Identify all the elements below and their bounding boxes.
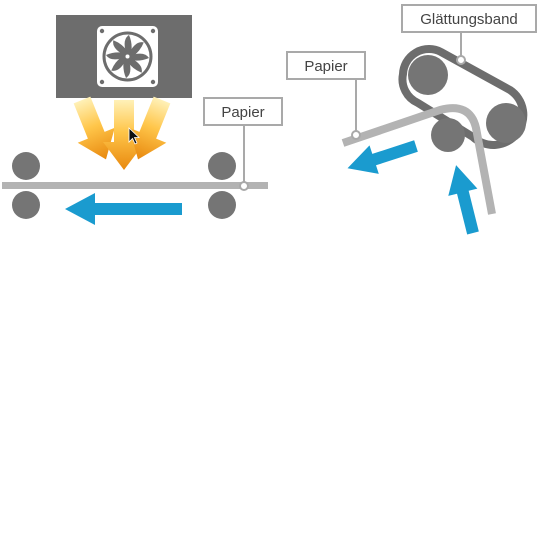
direction-arrow-icon — [65, 193, 182, 225]
fan-icon — [97, 26, 158, 87]
cursor-icon — [128, 127, 141, 145]
left-panel: Papier — [2, 15, 283, 225]
label-leader-dot — [239, 181, 249, 191]
heat-arrow-icon — [103, 100, 145, 170]
paper-label-box — [286, 51, 366, 80]
paper-label: Papier — [221, 104, 264, 121]
belt-roller — [408, 55, 448, 95]
roller — [431, 118, 465, 152]
roller — [208, 191, 236, 219]
paper-label-box — [203, 97, 283, 126]
label-leader-dot — [456, 55, 466, 65]
paper-label: Papier — [304, 58, 347, 75]
direction-arrow-icon — [448, 165, 479, 235]
right-panel: Papier Glättungsband — [286, 4, 537, 235]
roller — [12, 191, 40, 219]
belt-roller — [486, 103, 526, 143]
heat-arrow-icon — [129, 96, 171, 160]
paper-sheet — [341, 104, 496, 215]
belt-label-box — [401, 4, 537, 33]
paper-sheet — [2, 182, 268, 189]
roller — [12, 152, 40, 180]
belt-label: Glättungsband — [420, 11, 518, 28]
label-leader-dot — [351, 130, 361, 140]
roller — [208, 152, 236, 180]
direction-arrow-icon — [347, 140, 418, 174]
